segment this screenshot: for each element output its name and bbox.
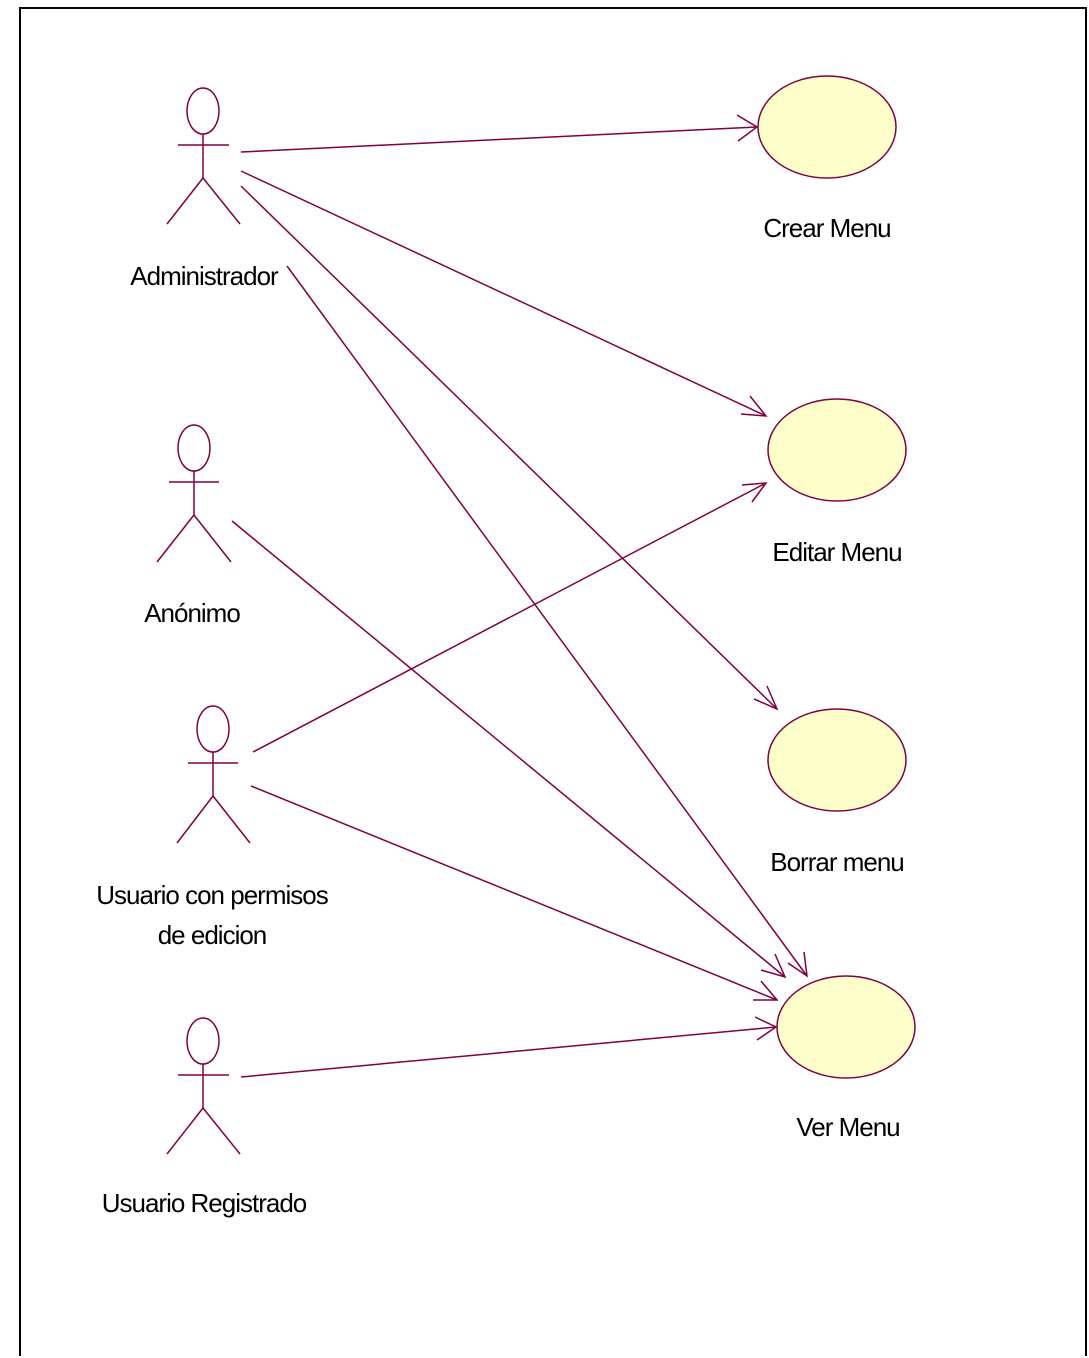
usecase-crear-menu[interactable] — [757, 75, 897, 179]
arrowhead-admin-editar — [740, 395, 768, 417]
actor-label-anonimo: Anónimo — [144, 598, 241, 628]
association-admin-borrar — [240, 185, 778, 710]
actor-leg-right — [212, 795, 251, 844]
usecase-ver-menu[interactable] — [776, 975, 916, 1079]
association-admin-crear — [240, 126, 758, 153]
diagram-frame — [19, 7, 1087, 1356]
actor-leg-right — [202, 177, 241, 225]
actor-leg-right — [193, 514, 232, 563]
actor-leg-left — [156, 514, 195, 563]
usecase-label-ver-menu: Ver Menu — [796, 1112, 900, 1142]
association-admin-editar — [240, 170, 767, 417]
association-edicion-editar — [252, 482, 767, 753]
usecase-editar-menu[interactable] — [767, 398, 907, 502]
actor-label-usuario-registrado: Usuario Registrado — [101, 1188, 308, 1218]
actor-usuario-edicion[interactable] — [176, 705, 251, 844]
association-edicion-ver — [250, 785, 778, 1001]
arrowhead-edicion-editar — [741, 482, 768, 503]
usecase-label-crear-menu: Crear Menu — [763, 213, 891, 243]
actor-head — [196, 705, 230, 753]
association-anonimo-ver — [231, 520, 786, 978]
actor-head — [186, 87, 220, 135]
arrowhead-edicion-ver — [753, 980, 779, 1001]
actor-anonimo[interactable] — [156, 424, 232, 563]
association-registrado-ver — [240, 1026, 777, 1078]
usecase-label-editar-menu: Editar Menu — [772, 537, 902, 567]
association-admin-ver — [286, 265, 808, 977]
usecase-borrar-menu[interactable] — [767, 708, 907, 812]
actor-label-usuario-edicion-line1: Usuario con permisos — [96, 880, 328, 910]
arrowhead-anonimo-ver — [760, 953, 787, 979]
arrowhead-registrado-ver — [754, 1016, 778, 1041]
actor-head — [186, 1017, 220, 1065]
actor-leg-left — [176, 795, 214, 844]
actor-leg-left — [166, 1107, 204, 1155]
actor-head — [177, 424, 211, 472]
arrowhead-admin-ver — [787, 951, 808, 978]
arrowhead-admin-crear — [736, 114, 759, 142]
actor-usuario-registrado[interactable] — [166, 1017, 241, 1155]
usecase-label-borrar-menu: Borrar menu — [770, 847, 904, 877]
actor-leg-left — [166, 177, 204, 225]
actor-leg-right — [202, 1107, 241, 1155]
arrowhead-admin-borrar — [753, 685, 779, 711]
actor-administrador[interactable] — [166, 87, 241, 225]
actor-label-administrador: Administrador — [130, 261, 278, 291]
actor-label-usuario-edicion-line2: de edicion — [157, 920, 268, 950]
